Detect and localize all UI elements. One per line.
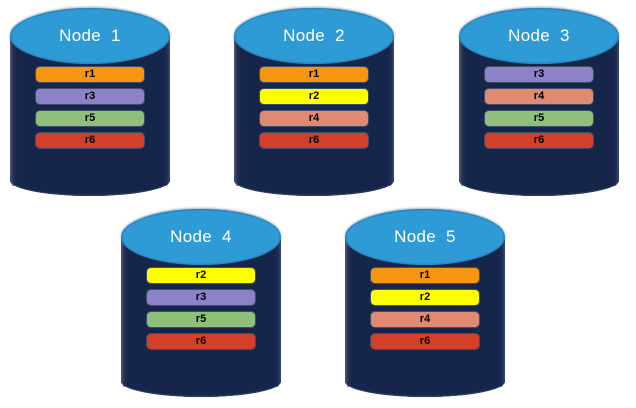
cylinder-top-ellipse: Node 2 [234,8,394,64]
replica-label: r1 [84,68,96,80]
node-label: Node 4 [170,227,232,246]
database-node-4[interactable]: Node 4 r2 r3 r5 r6 [121,209,281,397]
replica-bar-r6[interactable]: r6 [36,133,144,148]
replica-bar-r1[interactable]: r1 [260,67,368,82]
cylinder-top-ellipse: Node 1 [10,8,170,64]
replica-list: r1 r3 r5 r6 [36,67,144,148]
replica-bar-r4[interactable]: r4 [260,111,368,126]
cylinder-left-highlight [121,229,128,387]
cylinder-left-highlight [234,28,241,186]
replica-list: r3 r4 r5 r6 [485,67,593,148]
database-node-2[interactable]: Node 2 r1 r2 r4 r6 [234,8,394,196]
replica-label: r2 [195,269,207,281]
node-label: Node 3 [508,26,570,45]
replica-label: r6 [195,335,207,347]
replica-label: r4 [419,313,431,325]
replica-label: r6 [84,134,96,146]
database-node-1[interactable]: Node 1 r1 r3 r5 r6 [10,8,170,196]
replica-bar-r6[interactable]: r6 [371,334,479,349]
replica-label: r6 [308,134,320,146]
replica-bar-r6[interactable]: r6 [485,133,593,148]
replica-label: r6 [419,335,431,347]
replica-label: r5 [84,112,96,124]
replica-bar-r6[interactable]: r6 [260,133,368,148]
replica-bar-r5[interactable]: r5 [36,111,144,126]
replica-label: r4 [308,112,320,124]
cylinder-top-ellipse: Node 3 [459,8,619,64]
replica-bar-r1[interactable]: r1 [36,67,144,82]
cylinder-right-highlight [162,28,170,186]
replica-label: r2 [419,291,431,303]
replica-label: r3 [84,90,96,102]
replica-label: r3 [195,291,207,303]
replica-bar-r4[interactable]: r4 [485,89,593,104]
database-node-5[interactable]: Node 5 r1 r2 r4 r6 [345,209,505,397]
cylinder-top-ellipse: Node 4 [121,209,281,265]
replica-bar-r6[interactable]: r6 [147,334,255,349]
cylinder-left-highlight [10,28,17,186]
node-label: Node 2 [283,26,345,45]
replica-list: r1 r2 r4 r6 [260,67,368,148]
replica-bar-r5[interactable]: r5 [485,111,593,126]
replica-label: r3 [533,68,545,80]
replica-label: r1 [419,269,431,281]
replica-bar-r2[interactable]: r2 [260,89,368,104]
cylinder-right-highlight [611,28,619,186]
replica-bar-r1[interactable]: r1 [371,268,479,283]
replica-label: r2 [308,90,320,102]
replica-bar-r2[interactable]: r2 [147,268,255,283]
replica-bar-r3[interactable]: r3 [147,290,255,305]
replica-bar-r3[interactable]: r3 [36,89,144,104]
node-label: Node 5 [394,227,456,246]
replica-label: r5 [195,313,207,325]
database-node-3[interactable]: Node 3 r3 r4 r5 r6 [459,8,619,196]
replica-label: r4 [533,90,545,102]
replica-label: r6 [533,134,545,146]
replica-bar-r4[interactable]: r4 [371,312,479,327]
cylinder-right-highlight [273,229,281,387]
replica-label: r1 [308,68,320,80]
cylinder-right-highlight [386,28,394,186]
replica-label: r5 [533,112,545,124]
replica-bar-r2[interactable]: r2 [371,290,479,305]
replica-bar-r3[interactable]: r3 [485,67,593,82]
replica-list: r1 r2 r4 r6 [371,268,479,349]
replica-list: r2 r3 r5 r6 [147,268,255,349]
cylinder-top-ellipse: Node 5 [345,209,505,265]
cylinder-right-highlight [497,229,505,387]
cylinder-left-highlight [345,229,352,387]
node-label: Node 1 [59,26,121,45]
cylinder-left-highlight [459,28,466,186]
replica-bar-r5[interactable]: r5 [147,312,255,327]
